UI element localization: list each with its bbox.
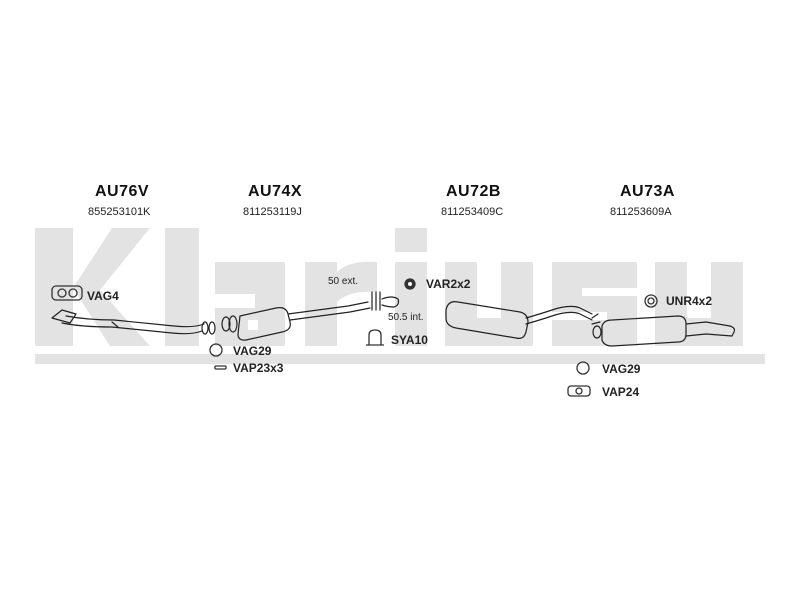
part-number-au74x: 811253119J bbox=[243, 206, 302, 218]
note-ext: 50 ext. bbox=[328, 276, 359, 287]
part-code-au74x: AU74X bbox=[248, 183, 303, 200]
part-code-au73a: AU73A bbox=[620, 183, 675, 200]
ring-unr4x2-icon bbox=[644, 294, 658, 308]
label-vag29-left: VAG29 bbox=[233, 344, 272, 358]
rear-silencer-au72b bbox=[445, 301, 601, 339]
label-sya10: SYA10 bbox=[391, 333, 428, 347]
label-vag29-right: VAG29 bbox=[602, 362, 641, 376]
part-number-au73a: 811253609A bbox=[610, 206, 672, 218]
gasket-vag4-icon bbox=[51, 285, 83, 301]
part-code-au76v: AU76V bbox=[95, 183, 150, 200]
middle-silencer-au74x bbox=[221, 301, 371, 341]
pipe-joint bbox=[371, 291, 400, 311]
ring-vag29-right-icon bbox=[576, 361, 590, 375]
note-int: 50.5 int. bbox=[388, 312, 424, 323]
front-pipe-au76v bbox=[51, 309, 216, 335]
clamp-sya10-icon bbox=[366, 329, 384, 346]
part-number-au72b: 811253409C bbox=[441, 206, 504, 218]
label-vap23x3: VAP23x3 bbox=[233, 361, 284, 375]
label-vap24: VAP24 bbox=[602, 385, 640, 399]
label-var2x2: VAR2x2 bbox=[426, 277, 471, 291]
label-vag4: VAG4 bbox=[87, 289, 119, 303]
part-number-au76v: 855253101K bbox=[88, 206, 151, 218]
ring-vag29-left-icon bbox=[209, 343, 223, 357]
bolt-vap23x3-icon bbox=[214, 365, 227, 370]
label-unr4x2: UNR4x2 bbox=[666, 294, 713, 308]
part-code-au72b: AU72B bbox=[446, 183, 501, 200]
end-silencer-au73a bbox=[592, 315, 736, 347]
gasket-vap24-icon bbox=[567, 385, 591, 397]
ring-var2x2-icon bbox=[404, 278, 416, 290]
